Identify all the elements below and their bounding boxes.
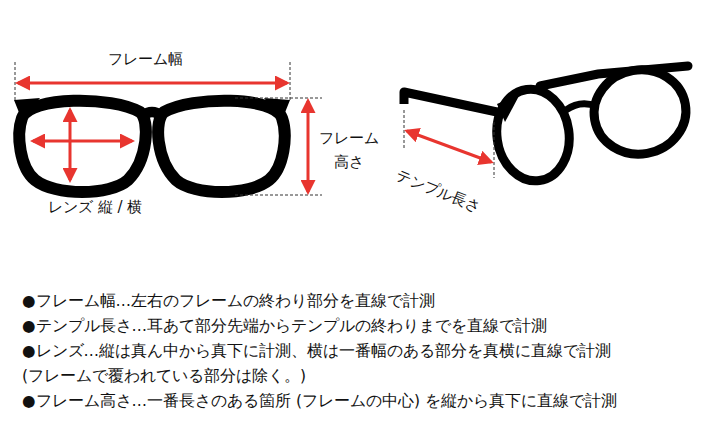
note-line: ●レンズ…縦は真ん中から真下に計測、横は一番幅のある部分を真横に直線で計測	[22, 342, 611, 361]
note-line: (フレームで覆われている部分は除く。)	[22, 367, 306, 386]
front-glasses	[14, 98, 290, 192]
note-line: ●フレーム高さ…一番長さのある箇所 (フレームの中心) を縦から真下に直線で計測	[22, 392, 617, 411]
note-line: ●テンプル長さ…耳あて部分先端からテンプルの終わりまでを直線で計測	[22, 317, 547, 336]
temple-length-label: テンプル長さ	[393, 166, 483, 216]
side-glasses	[404, 63, 693, 186]
frame-height-label: フレーム 高さ	[316, 126, 382, 174]
note-line: ●フレーム幅…左右のフレームの終わり部分を直線で計測	[22, 292, 435, 311]
frame-width-label: フレーム幅	[108, 50, 183, 68]
temple-dimension	[404, 110, 494, 178]
dimension-lines	[15, 62, 322, 195]
lens-size-label: レンズ 縦 / 横	[48, 198, 142, 216]
